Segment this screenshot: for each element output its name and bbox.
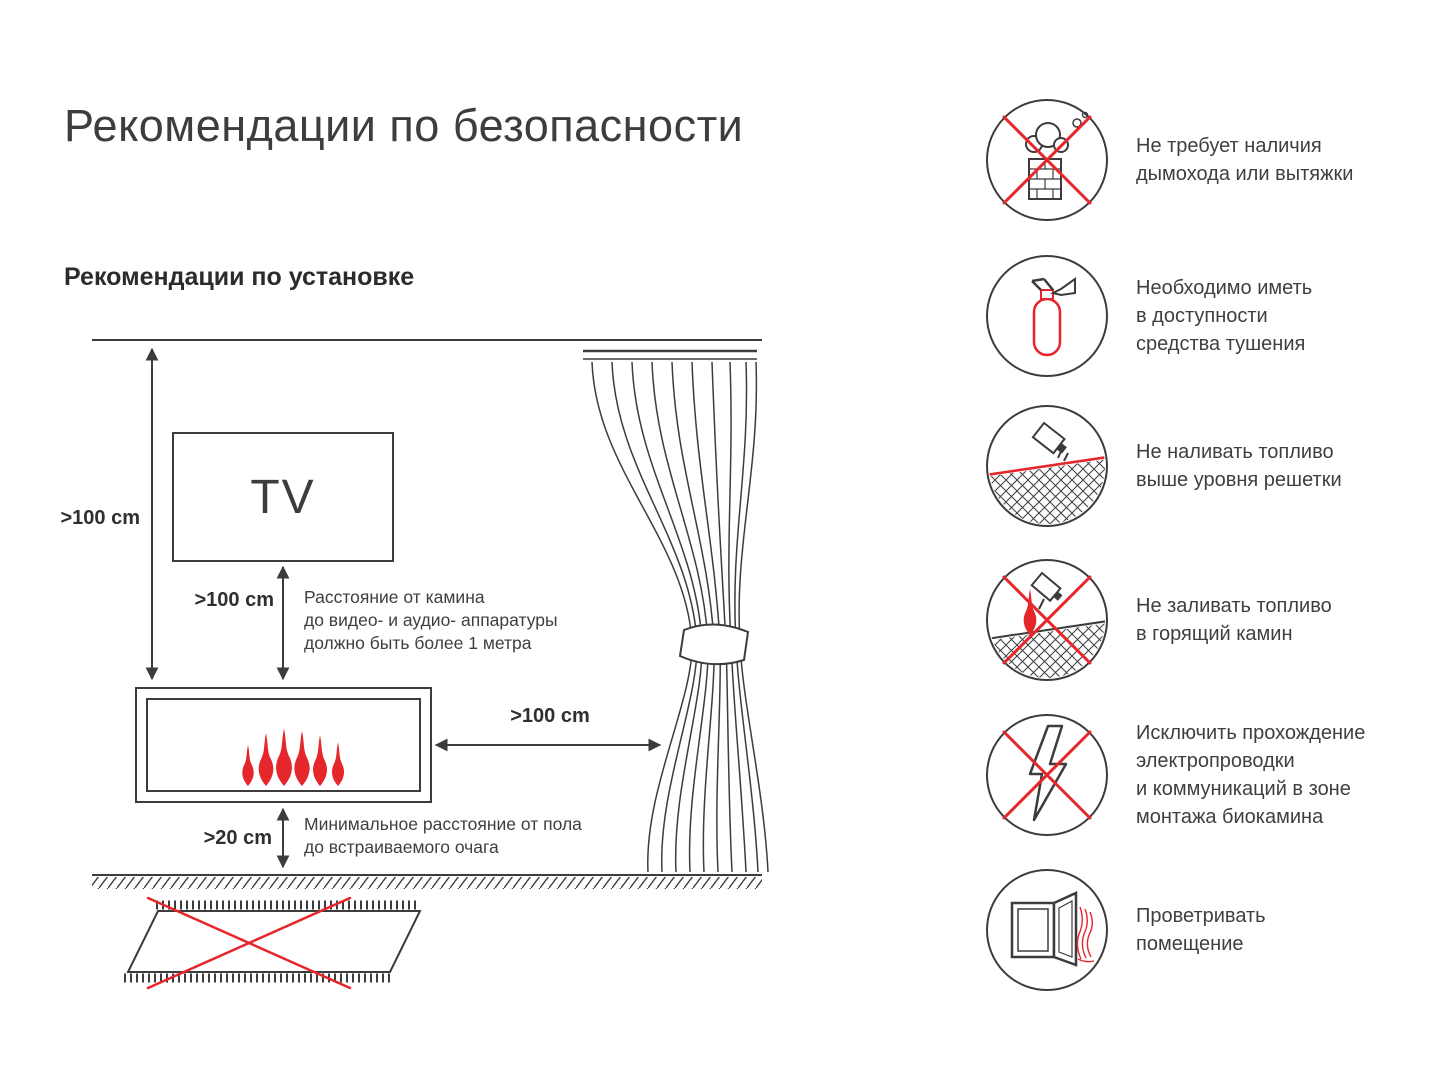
fuel-drop <box>1038 598 1045 610</box>
safety-item-fuel-level: Не наливать топливо выше уровня решетки <box>984 403 1436 529</box>
ventilate-room-icon <box>986 869 1108 991</box>
dim-fireplace-to-curtain: >100 cm <box>510 705 590 727</box>
safety-item-text: Не заливать топливо в горящий камин <box>1136 595 1332 645</box>
safety-item-no-chimney: Не требует наличия дымохода или вытяжки <box>984 97 1436 223</box>
chimney-smoke <box>1025 111 1089 200</box>
tv-label: TV <box>250 470 316 524</box>
curtain-tie <box>678 623 750 666</box>
tv-box: TV <box>172 432 394 562</box>
safety-item-text: Не наливать топливо выше уровня решетки <box>1136 441 1342 491</box>
safety-item-text: Не требует наличия дымохода или вытяжки <box>1136 135 1354 185</box>
rug-crossed <box>124 896 422 990</box>
dim-tv-to-fireplace: >100 cm <box>194 589 274 611</box>
safety-item-text: Проветривать помещение <box>1136 905 1266 955</box>
safety-item-no-wiring: Исключить прохождение электропроводки и … <box>984 712 1436 838</box>
safety-item-no-refuel: Не заливать топливо в горящий камин <box>984 557 1436 683</box>
extinguisher <box>1031 277 1076 357</box>
flame <box>1023 589 1037 635</box>
note-floor-distance: Минимальное расстояние от пола до встраи… <box>304 814 582 858</box>
fireplace-flames-icon <box>242 728 345 786</box>
grate-mesh <box>989 620 1105 678</box>
fuel-can <box>1031 421 1067 455</box>
safety-item-extinguisher: Необходимо иметь в доступности средства … <box>984 253 1436 379</box>
fuel-can <box>1030 571 1063 603</box>
safety-item-ventilate: Проветривать помещение <box>984 867 1436 993</box>
grate-mesh <box>989 455 1105 524</box>
no-refuel-burning-icon <box>986 559 1108 681</box>
safety-item-text: Необходимо иметь в доступности средства … <box>1136 277 1313 355</box>
blowing-curtain <box>1076 906 1095 963</box>
no-chimney-icon <box>986 99 1108 221</box>
note-tv-distance: Расстояние от камина до видео- и аудио- … <box>304 587 558 654</box>
page-title: Рекомендации по безопасности <box>64 100 744 151</box>
section-title-installation: Рекомендации по установке <box>64 263 415 291</box>
fuel-drops <box>1057 448 1069 462</box>
fireplace-box <box>135 687 432 803</box>
fire-extinguisher-icon <box>986 255 1108 377</box>
rug-red-x <box>146 896 352 990</box>
dim-fireplace-to-floor: >20 cm <box>203 827 272 849</box>
open-window <box>1010 891 1078 967</box>
fireplace-inner-frame <box>146 698 421 792</box>
dim-ceiling-to-fireplace: >100 cm <box>60 507 140 529</box>
no-wiring-icon <box>986 714 1108 836</box>
safety-item-text: Исключить прохождение электропроводки и … <box>1136 722 1366 828</box>
fuel-below-grate-icon <box>986 405 1108 527</box>
floor-line <box>92 874 762 889</box>
